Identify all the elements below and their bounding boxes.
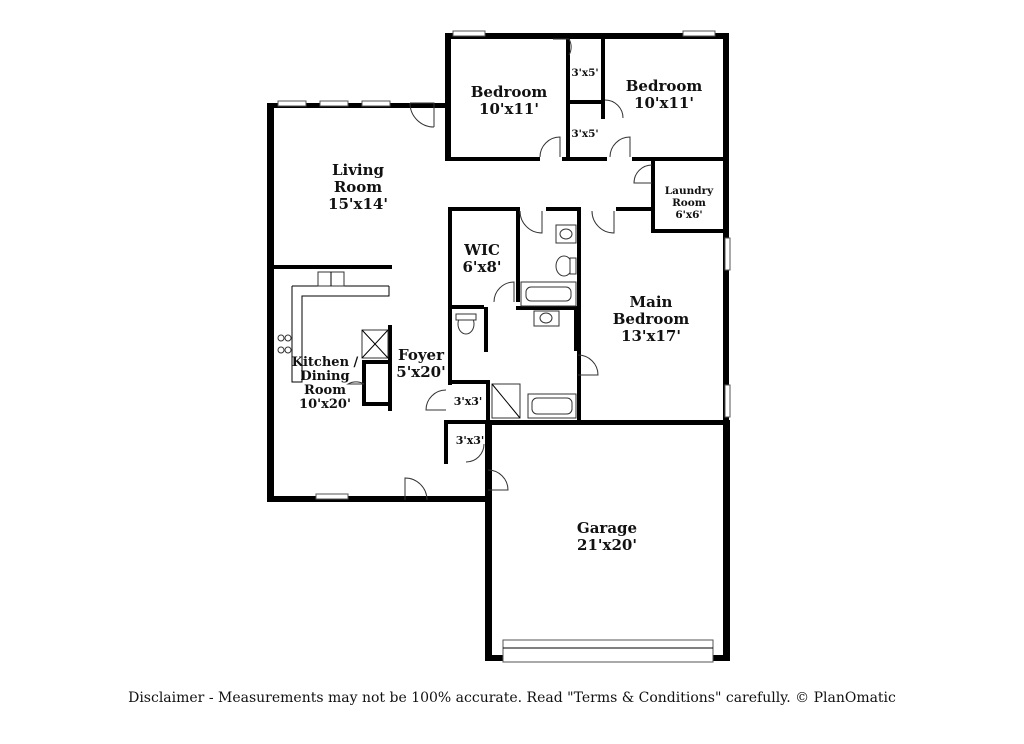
closet-top-size: 3'x5' (571, 67, 598, 79)
bedroom-right-size: 10'x11' (634, 94, 694, 112)
room-labels: Bedroom 10'x11' Bedroom 10'x11' 3'x5' 3'… (292, 67, 714, 554)
kitchen-dining-size: 10'x20' (299, 397, 351, 412)
disclaimer-text: Disclaimer - Measurements may not be 100… (128, 690, 896, 706)
windows (277, 30, 731, 663)
bedroom-right-name: Bedroom (626, 77, 703, 95)
closet-foyer-b-size: 3'x3' (456, 434, 485, 447)
main-bedroom-size: 13'x17' (621, 327, 681, 345)
wic-size: 6'x8' (462, 258, 501, 276)
garage-name: Garage (577, 519, 637, 537)
garage-size: 21'x20' (577, 536, 637, 554)
kitchen-dining-name-2: Dining (300, 369, 349, 384)
doors (346, 38, 653, 501)
closet-mid-size: 3'x5' (571, 128, 598, 140)
bedroom-left-size: 10'x11' (479, 100, 539, 118)
closet-foyer-a-size: 3'x3' (454, 395, 483, 408)
living-room-name-1: Living (332, 161, 385, 179)
laundry-room-size: 6'x6' (675, 209, 702, 221)
main-bedroom-name-1: Main (630, 293, 673, 311)
foyer-name: Foyer (398, 346, 445, 364)
wic-name: WIC (463, 241, 500, 259)
kitchen-dining-name-1: Kitchen / (292, 355, 359, 370)
foyer-size: 5'x20' (396, 363, 445, 381)
kitchen-dining-name-3: Room (304, 383, 346, 398)
laundry-room-name-1: Laundry (665, 185, 714, 197)
fixtures (277, 224, 577, 419)
interior-walls (274, 39, 729, 464)
bedroom-left-name: Bedroom (471, 83, 548, 101)
laundry-room-name-2: Room (672, 197, 706, 209)
exterior-walls (267, 33, 730, 661)
living-room-size: 15'x14' (328, 195, 388, 213)
living-room-name-2: Room (334, 178, 382, 196)
main-bedroom-name-2: Bedroom (613, 310, 690, 328)
